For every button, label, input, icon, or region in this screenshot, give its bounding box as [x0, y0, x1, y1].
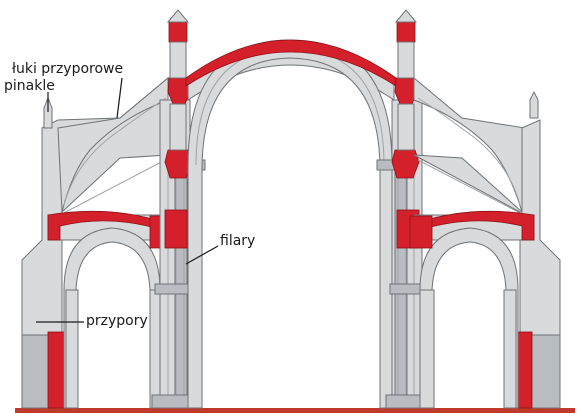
nave-vault	[185, 39, 397, 409]
piers-leader-line	[185, 245, 219, 265]
right-aisle-vault	[409, 210, 535, 409]
left-buttress-red-section	[47, 331, 65, 409]
left-nave-pier	[151, 9, 206, 409]
flying-buttress-label: łuki przyporowe	[12, 61, 124, 77]
right-nave-pier	[376, 9, 433, 409]
right-pinnacle-red-top	[396, 21, 416, 43]
left-aisle-vault	[47, 210, 173, 409]
ground-line	[15, 408, 575, 413]
right-aisle-vault-red	[419, 210, 535, 241]
pinnacle-label: pinakle	[4, 78, 55, 94]
left-flying-buttress	[57, 76, 169, 216]
flying-buttress-leader-line	[116, 77, 123, 119]
left-pinnacle-red-top	[168, 21, 188, 43]
piers-label: filary	[220, 233, 256, 249]
left-outer-buttress	[21, 76, 169, 409]
buttresses-label: przypory	[86, 313, 148, 329]
right-outer-buttress	[413, 90, 561, 409]
right-flying-buttress	[413, 76, 526, 216]
